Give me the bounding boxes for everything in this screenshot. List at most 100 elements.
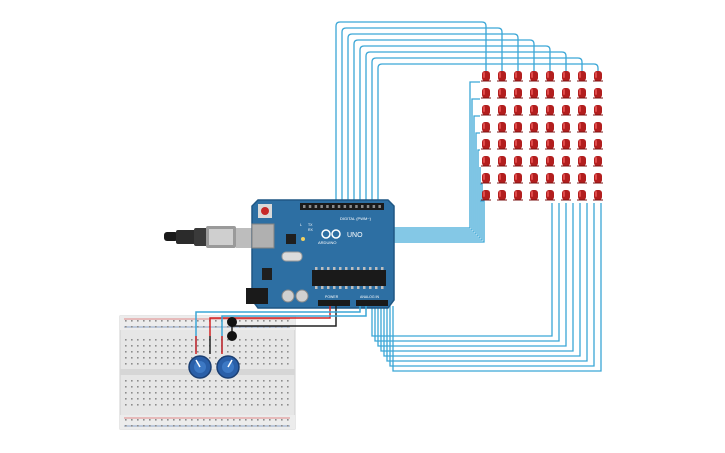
- led-r5-c3[interactable]: [513, 139, 523, 150]
- digital-pins[interactable]: [303, 205, 381, 208]
- led-r2-c7[interactable]: [577, 88, 587, 99]
- led-r4-c8[interactable]: [593, 122, 603, 133]
- wire-row-6-top[interactable]: [392, 167, 481, 239]
- led-r7-c2[interactable]: [497, 173, 507, 184]
- led-r7-c7[interactable]: [577, 173, 587, 184]
- led-r3-c2[interactable]: [497, 105, 507, 116]
- wire-row-5-bottom[interactable]: [383, 203, 581, 357]
- led-r8-c4[interactable]: [529, 190, 539, 201]
- digital-pin-3[interactable]: [320, 205, 323, 208]
- led-matrix[interactable]: [481, 71, 603, 201]
- wire-col-2[interactable]: [341, 27, 503, 204]
- led-r5-c7[interactable]: [577, 139, 587, 150]
- led-r1-c2[interactable]: [497, 71, 507, 82]
- wire-col-5[interactable]: [359, 45, 551, 204]
- led-r2-c3[interactable]: [513, 88, 523, 99]
- led-r1-c1[interactable]: [481, 71, 491, 82]
- led-r8-c6[interactable]: [561, 190, 571, 201]
- wire-row-6-bottom[interactable]: [386, 203, 588, 362]
- digital-pin-5[interactable]: [332, 205, 335, 208]
- led-r2-c1[interactable]: [481, 88, 491, 99]
- led-r6-c4[interactable]: [529, 156, 539, 167]
- reset-button-cap[interactable]: [261, 207, 269, 215]
- wire-row-2-bottom[interactable]: [374, 203, 560, 342]
- led-r1-c3[interactable]: [513, 71, 523, 82]
- led-r7-c4[interactable]: [529, 173, 539, 184]
- led-r7-c6[interactable]: [561, 173, 571, 184]
- wire-row-3-bottom[interactable]: [377, 203, 567, 347]
- power-header[interactable]: [318, 300, 350, 306]
- digital-pin-10[interactable]: [361, 205, 364, 208]
- led-r8-c7[interactable]: [577, 190, 587, 201]
- potentiometer-1[interactable]: [188, 355, 212, 379]
- led-r3-c1[interactable]: [481, 105, 491, 116]
- led-r4-c2[interactable]: [497, 122, 507, 133]
- led-r6-c7[interactable]: [577, 156, 587, 167]
- analog-header[interactable]: [356, 300, 388, 306]
- wire-col-8[interactable]: [377, 63, 599, 204]
- digital-header[interactable]: [300, 203, 384, 210]
- dc-power-jack[interactable]: [246, 288, 268, 304]
- led-r6-c8[interactable]: [593, 156, 603, 167]
- led-r6-c1[interactable]: [481, 156, 491, 167]
- led-r4-c7[interactable]: [577, 122, 587, 133]
- led-r5-c2[interactable]: [497, 139, 507, 150]
- led-r3-c8[interactable]: [593, 105, 603, 116]
- led-r6-c6[interactable]: [561, 156, 571, 167]
- led-r6-c2[interactable]: [497, 156, 507, 167]
- wire-row-7-bottom[interactable]: [389, 203, 595, 367]
- led-r8-c1[interactable]: [481, 190, 491, 201]
- led-r1-c4[interactable]: [529, 71, 539, 82]
- wire-col-4[interactable]: [353, 39, 535, 204]
- led-r3-c3[interactable]: [513, 105, 523, 116]
- digital-pin-12[interactable]: [372, 205, 376, 208]
- digital-pin-2[interactable]: [314, 205, 318, 208]
- wire-row-4-top[interactable]: [392, 132, 480, 235]
- digital-pin-0[interactable]: [303, 205, 306, 208]
- led-r2-c2[interactable]: [497, 88, 507, 99]
- led-r7-c3[interactable]: [513, 173, 523, 184]
- led-r5-c1[interactable]: [481, 139, 491, 150]
- led-r6-c5[interactable]: [545, 156, 555, 167]
- usb-cable[interactable]: [164, 226, 258, 248]
- wire-col-7[interactable]: [371, 57, 583, 204]
- digital-wires[interactable]: [335, 21, 599, 204]
- potentiometer-2[interactable]: [216, 355, 240, 379]
- wire-row-3-top[interactable]: [392, 115, 480, 233]
- arduino-board[interactable]: DIGITAL (PWM~) ARDUINO UNO TX RX L POWER…: [246, 199, 395, 309]
- wire-row-1-bottom[interactable]: [371, 203, 553, 337]
- led-r8-c2[interactable]: [497, 190, 507, 201]
- wire-col-3[interactable]: [347, 33, 519, 204]
- led-r6-c3[interactable]: [513, 156, 523, 167]
- led-r1-c8[interactable]: [593, 71, 603, 82]
- digital-pin-4[interactable]: [326, 205, 329, 208]
- led-r5-c6[interactable]: [561, 139, 571, 150]
- led-r3-c5[interactable]: [545, 105, 555, 116]
- led-r1-c6[interactable]: [561, 71, 571, 82]
- led-r4-c6[interactable]: [561, 122, 571, 133]
- led-r2-c8[interactable]: [593, 88, 603, 99]
- led-r4-c3[interactable]: [513, 122, 523, 133]
- led-r8-c5[interactable]: [545, 190, 555, 201]
- led-r2-c4[interactable]: [529, 88, 539, 99]
- led-r2-c5[interactable]: [545, 88, 555, 99]
- breadboard-holes[interactable]: [125, 320, 289, 427]
- led-r1-c7[interactable]: [577, 71, 587, 82]
- wire-row-8-bottom[interactable]: [392, 203, 602, 372]
- led-r4-c5[interactable]: [545, 122, 555, 133]
- led-r5-c5[interactable]: [545, 139, 555, 150]
- led-r3-c7[interactable]: [577, 105, 587, 116]
- led-r4-c4[interactable]: [529, 122, 539, 133]
- led-r8-c8[interactable]: [593, 190, 603, 201]
- wire-row-7-top[interactable]: [392, 183, 483, 241]
- digital-pin-9[interactable]: [355, 205, 358, 208]
- led-r8-c3[interactable]: [513, 190, 523, 201]
- led-r2-c6[interactable]: [561, 88, 571, 99]
- led-r1-c5[interactable]: [545, 71, 555, 82]
- led-r7-c8[interactable]: [593, 173, 603, 184]
- wire-row-1-top[interactable]: [392, 81, 480, 229]
- wire-row-4-bottom[interactable]: [380, 203, 574, 352]
- wire-row-8-top[interactable]: [392, 200, 485, 243]
- digital-pin-8[interactable]: [349, 205, 352, 208]
- wire-row-5-top[interactable]: [392, 149, 480, 237]
